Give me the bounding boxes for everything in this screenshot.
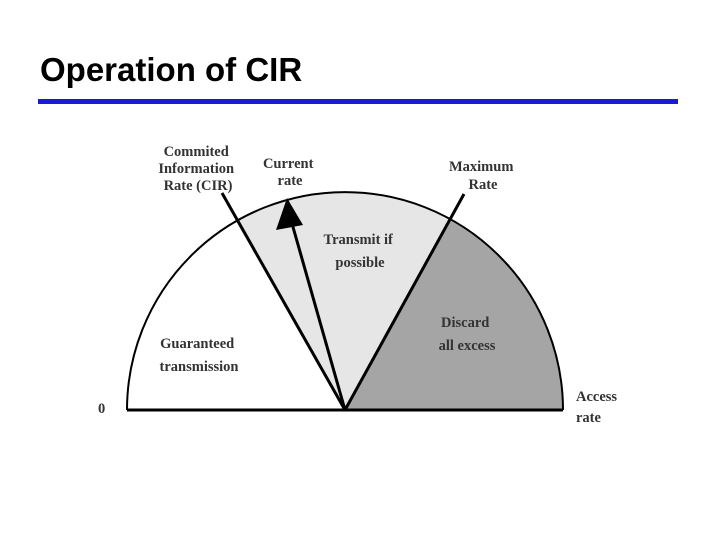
- current-rate-arrowhead: [276, 198, 303, 230]
- access-rate-label-line: Access: [576, 389, 617, 405]
- maximum-rate-label-line: Maximum: [449, 159, 513, 175]
- cir-label-line: Commited: [164, 144, 229, 160]
- transmit-label-line: Transmit if: [323, 232, 393, 248]
- rate-arc: [126, 191, 564, 411]
- discard-region: [345, 219, 563, 410]
- discard-label-line: all excess: [439, 338, 496, 354]
- guaranteed-label-line: Guaranteed: [160, 336, 234, 352]
- zero-label: 0: [98, 401, 105, 417]
- transmit-label-line: possible: [335, 255, 385, 271]
- maximum-rate-label-line: Rate: [469, 177, 499, 193]
- maximum-rate-line: [343, 193, 466, 411]
- cir-line: [220, 192, 347, 411]
- discard-label: Discard all excess: [439, 315, 496, 354]
- guaranteed-region: [126, 221, 346, 410]
- maximum-rate-label: Maximum Rate: [449, 159, 517, 193]
- current-rate-label: Current rate: [263, 156, 317, 189]
- transmit-label: Transmit if possible: [323, 232, 396, 271]
- discard-label-line: Discard: [441, 315, 489, 331]
- access-rate-label: Access rate: [576, 389, 621, 426]
- current-rate-arrow-shaft: [289, 219, 347, 411]
- transmit-region: [235, 191, 452, 410]
- cir-label-line: Information: [158, 161, 234, 177]
- guaranteed-label: Guaranteed transmission: [160, 336, 239, 375]
- current-rate-label-line: rate: [278, 173, 304, 189]
- current-rate-label-line: Current: [263, 156, 314, 172]
- access-rate-label-line: rate: [576, 410, 602, 426]
- guaranteed-label-line: transmission: [160, 359, 239, 375]
- cir-label-line: Rate (CIR): [164, 178, 233, 194]
- slide-title: Operation of CIR: [40, 51, 303, 88]
- title-rule: [38, 99, 678, 104]
- cir-label: Commited Information Rate (CIR): [158, 144, 237, 194]
